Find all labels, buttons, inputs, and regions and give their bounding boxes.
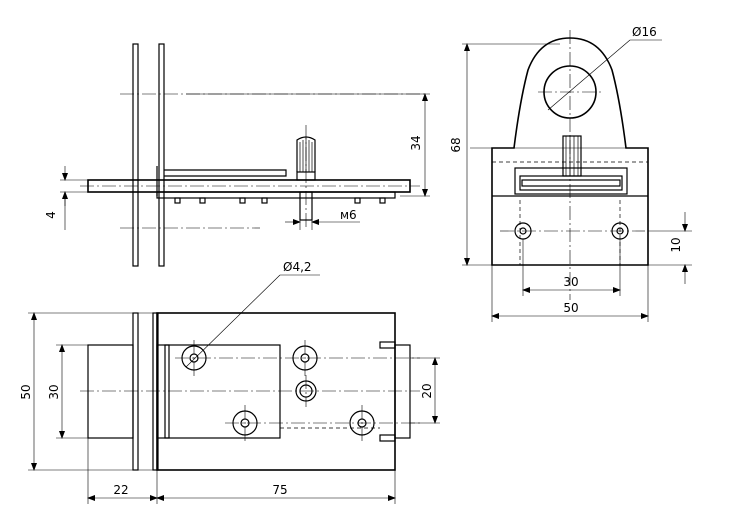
plan-right-extension — [394, 344, 411, 439]
dim-34: 34 — [409, 135, 423, 150]
plan-base-plate — [156, 312, 396, 471]
dim-20: 20 — [420, 383, 434, 398]
dim-dia-16: Ø16 — [632, 25, 657, 39]
dim-m6: м6 — [340, 208, 357, 222]
plan-view: Ø4,2 50 30 20 22 75 — [19, 260, 440, 504]
dim-50-plan: 50 — [19, 384, 33, 399]
front-view: Ø16 68 10 30 50 — [449, 25, 692, 322]
dim-10: 10 — [669, 237, 683, 252]
dim-4: 4 — [44, 211, 58, 219]
dim-68: 68 — [449, 137, 463, 152]
side-view: 34 4 м6 — [44, 43, 430, 267]
front-slot — [514, 167, 628, 195]
side-vertical-plate — [132, 43, 139, 267]
side-vertical-flange — [158, 43, 165, 267]
side-l-bracket — [164, 169, 287, 177]
dim-dia-4-2: Ø4,2 — [283, 260, 312, 274]
dim-30-front: 30 — [563, 275, 578, 289]
dim-50-front: 50 — [563, 301, 578, 315]
dim-22: 22 — [113, 483, 128, 497]
plan-left-extension — [87, 344, 134, 439]
plan-l-bracket — [164, 344, 281, 439]
dim-30-plan: 30 — [47, 384, 61, 399]
dim-75: 75 — [272, 483, 287, 497]
